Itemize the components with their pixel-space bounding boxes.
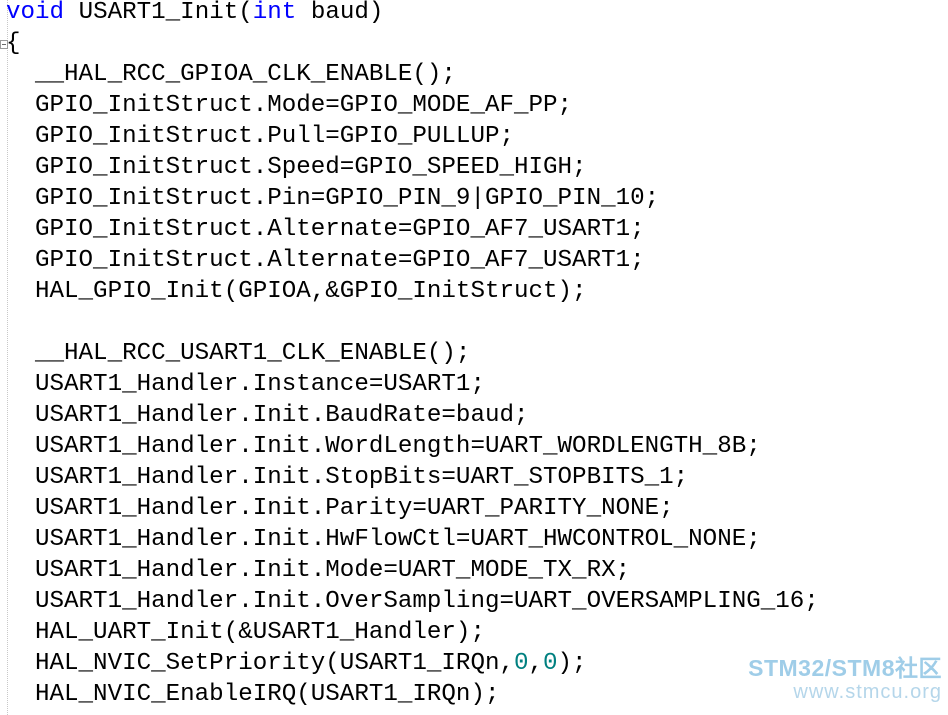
param-rest: baud)	[296, 0, 384, 26]
code-area[interactable]: void USART1_Init(int baud) { __HAL_RCC_G…	[6, 0, 819, 710]
code-line[interactable]: USART1_Handler.Init.WordLength=UART_WORD…	[35, 433, 761, 460]
code-line[interactable]: __HAL_RCC_GPIOA_CLK_ENABLE();	[35, 61, 456, 88]
editor-gutter	[0, 0, 8, 715]
code-line[interactable]: __HAL_RCC_USART1_CLK_ENABLE();	[35, 340, 471, 367]
code-line[interactable]: USART1_Handler.Instance=USART1;	[35, 371, 485, 398]
fold-collapse-icon[interactable]	[0, 40, 8, 49]
code-line[interactable]: GPIO_InitStruct.Mode=GPIO_MODE_AF_PP;	[35, 92, 573, 119]
code-line[interactable]: USART1_Handler.Init.OverSampling=UART_OV…	[35, 588, 819, 615]
code-line[interactable]: HAL_GPIO_Init(GPIOA,&GPIO_InitStruct);	[35, 278, 587, 305]
code-line[interactable]: USART1_Handler.Init.Parity=UART_PARITY_N…	[35, 495, 674, 522]
code-line[interactable]: GPIO_InitStruct.Alternate=GPIO_AF7_USART…	[35, 247, 645, 274]
keyword-void: void	[6, 0, 65, 26]
code-line[interactable]: USART1_Handler.Init.Mode=UART_MODE_TX_RX…	[35, 557, 631, 584]
function-name: USART1_Init(	[64, 0, 253, 26]
code-line[interactable]: USART1_Handler.Init.HwFlowCtl=UART_HWCON…	[35, 526, 761, 553]
nvic-priority-suffix: );	[557, 650, 587, 677]
code-line-blank[interactable]	[6, 307, 819, 338]
code-line[interactable]: GPIO_InitStruct.Alternate=GPIO_AF7_USART…	[35, 216, 645, 243]
nvic-priority-prefix: HAL_NVIC_SetPriority(USART1_IRQn,	[35, 650, 514, 677]
code-line[interactable]: USART1_Handler.Init.StopBits=UART_STOPBI…	[35, 464, 689, 491]
keyword-int: int	[252, 0, 297, 26]
code-line[interactable]: GPIO_InitStruct.Pin=GPIO_PIN_9|GPIO_PIN_…	[35, 185, 660, 212]
code-line[interactable]: GPIO_InitStruct.Speed=GPIO_SPEED_HIGH;	[35, 154, 587, 181]
code-line-open-brace[interactable]: {	[6, 30, 21, 57]
code-line[interactable]: GPIO_InitStruct.Pull=GPIO_PULLUP;	[35, 123, 514, 150]
code-line[interactable]: USART1_Handler.Init.BaudRate=baud;	[35, 402, 529, 429]
code-line-nvic-enable[interactable]: HAL_NVIC_EnableIRQ(USART1_IRQn);	[35, 681, 500, 708]
arg-separator: ,	[528, 650, 544, 677]
code-line-nvic-priority[interactable]: HAL_NVIC_SetPriority(USART1_IRQn,0,0);	[6, 648, 819, 679]
number-literal: 0	[543, 650, 558, 677]
code-line-signature[interactable]: void USART1_Init(int baud)	[6, 0, 819, 28]
number-literal: 0	[514, 650, 529, 677]
code-line[interactable]: HAL_UART_Init(&USART1_Handler);	[35, 619, 485, 646]
